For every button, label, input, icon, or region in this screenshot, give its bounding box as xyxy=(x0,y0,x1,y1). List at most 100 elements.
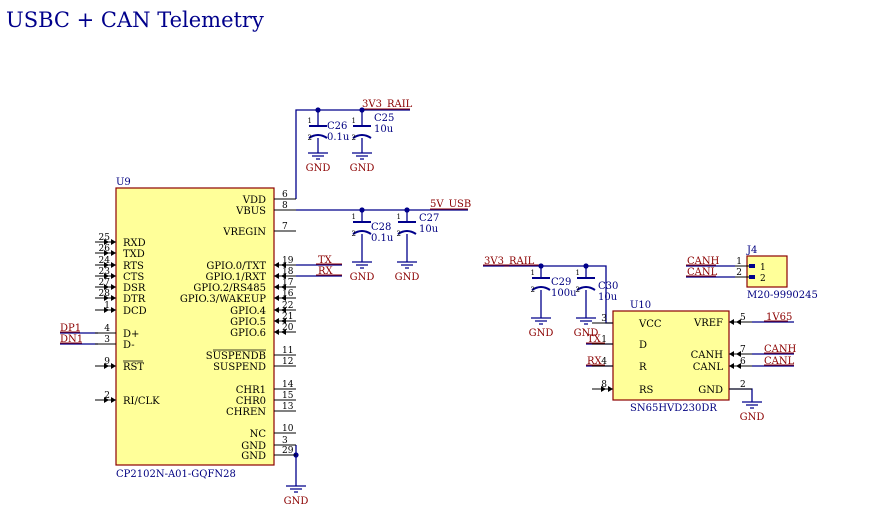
cap-refdes: C27 xyxy=(419,213,439,224)
u9-pin-name: SUSPEND xyxy=(213,362,266,373)
junction-dot xyxy=(359,107,365,113)
junction-dot xyxy=(315,107,321,113)
cap-plate-bottom xyxy=(352,134,372,139)
u9-pin-name: VDD xyxy=(242,195,266,206)
cap-pin-number: 1 xyxy=(531,269,535,277)
u9-pin-number: 2 xyxy=(104,391,110,401)
u9-pin-name: D- xyxy=(123,340,135,351)
j4-pin-pad xyxy=(749,264,755,268)
u10-pin-number: 1 xyxy=(601,335,607,345)
junction-dot xyxy=(404,207,410,213)
cap-refdes: C28 xyxy=(371,222,391,233)
net-label-3v3-top: 3V3_RAIL xyxy=(362,99,413,110)
ground-label: GND xyxy=(350,272,375,283)
u9-pin-name: NC xyxy=(250,429,267,440)
u9-pin-name: GPIO.1/RXT xyxy=(205,272,266,283)
cap-plate-bottom xyxy=(531,286,551,291)
ground-icon xyxy=(531,317,551,325)
u10-pin-name: D xyxy=(639,340,647,351)
u9-pin-number: 28 xyxy=(99,289,111,299)
ground-label: GND xyxy=(306,163,331,174)
u9-pin-number: 18 xyxy=(282,267,294,277)
u9-pin-name: GND xyxy=(241,441,266,452)
j4-part-number: M20-9990245 xyxy=(747,290,818,301)
cap-plate-bottom xyxy=(576,286,596,291)
u10-pin-name: VREF xyxy=(693,318,723,329)
net-label-canl-u10: CANL xyxy=(764,356,795,367)
ground-label: GND xyxy=(529,328,554,339)
ground-label: GND xyxy=(395,272,420,283)
u9-pin-io-arrow xyxy=(274,262,286,268)
u9-pin-name: DTR xyxy=(123,294,146,305)
u9-pin-name: CTS xyxy=(123,272,144,283)
u9-pin-name: RTS xyxy=(123,261,144,272)
u9-pin-number: 26 xyxy=(99,244,111,254)
cap-pin-number: 2 xyxy=(352,134,356,142)
u9-pin-io-arrow xyxy=(104,273,116,279)
u9-pin-name: CHR0 xyxy=(236,396,266,407)
net-label-canl-j4: CANL xyxy=(687,267,718,278)
net-label-dp1: DP1 xyxy=(60,323,81,334)
u10-body xyxy=(612,310,730,401)
ground-icon xyxy=(576,317,596,325)
u9-pin-io-arrow xyxy=(274,307,286,313)
u9-part-number: CP2102N-A01-GQFN28 xyxy=(116,469,236,480)
u9-pin-name: GND xyxy=(241,451,266,462)
u9-pin-number: 7 xyxy=(282,222,288,232)
u9-pin-name: VREGIN xyxy=(222,227,266,238)
junction-dot xyxy=(359,207,365,213)
cap-refdes: C26 xyxy=(327,121,347,132)
cap-refdes: C29 xyxy=(551,277,571,288)
u9-pin-name: GPIO.3/WAKEUP xyxy=(180,294,266,305)
net-label-rx-u9: RX xyxy=(318,266,334,277)
u10-pin-number: 3 xyxy=(601,314,607,324)
junctions xyxy=(293,107,589,458)
junction-dot xyxy=(538,263,544,269)
u9-pin-name: CHR1 xyxy=(236,385,266,396)
u9-pin-io-arrow xyxy=(104,239,116,245)
u9-body xyxy=(115,187,275,466)
u9-pin-number: 23 xyxy=(99,267,111,277)
ground-label: GND xyxy=(350,163,375,174)
u10-pin-name: GND xyxy=(698,385,723,396)
ground-icon xyxy=(742,401,762,409)
net-label-underlines xyxy=(60,108,794,366)
u9-pin-number: 19 xyxy=(282,256,294,266)
net-label-rx-u10: RX xyxy=(587,356,603,367)
u9-pin-number: 8 xyxy=(282,201,288,211)
u9-pin-io-arrow xyxy=(274,273,286,279)
ground-icon xyxy=(352,261,372,269)
u9-pin-io-arrow xyxy=(104,284,116,290)
cap-value: 0.1u xyxy=(371,233,394,244)
u9-pin-io-arrow xyxy=(104,295,116,301)
ground-label: GND xyxy=(284,496,309,507)
cap-value: 10u xyxy=(374,124,394,135)
ground-icon xyxy=(286,485,306,493)
cap-pin-number: 1 xyxy=(308,117,312,125)
cap-pin-number: 2 xyxy=(576,286,580,294)
u10-pin-number: 8 xyxy=(601,380,607,390)
u9-pin-number: 9 xyxy=(104,357,110,367)
u10-part-number: SN65HVD230DR xyxy=(630,403,717,414)
net-label-tx-u10: TX xyxy=(587,334,602,345)
ground-icon xyxy=(308,152,328,160)
u9-pin-io-arrow xyxy=(104,397,116,403)
cap-value: 100u xyxy=(551,288,577,299)
u9-pin-io-arrow xyxy=(104,250,116,256)
net-label-tx-u9: TX xyxy=(318,255,333,266)
u9-pin-io-arrow xyxy=(104,307,116,313)
cap-refdes: C30 xyxy=(598,281,618,292)
j4-pin-number: 1 xyxy=(736,257,742,267)
ground-icon xyxy=(397,261,417,269)
j4-pin-name: 1 xyxy=(760,263,766,273)
u9-pin-number: 14 xyxy=(282,380,294,390)
j4-pin-name: 2 xyxy=(760,274,766,284)
u9-pin-name: SUSPENDB xyxy=(206,351,266,362)
u9-pin-number: 29 xyxy=(282,446,294,456)
cap-plate-bottom xyxy=(397,230,417,235)
